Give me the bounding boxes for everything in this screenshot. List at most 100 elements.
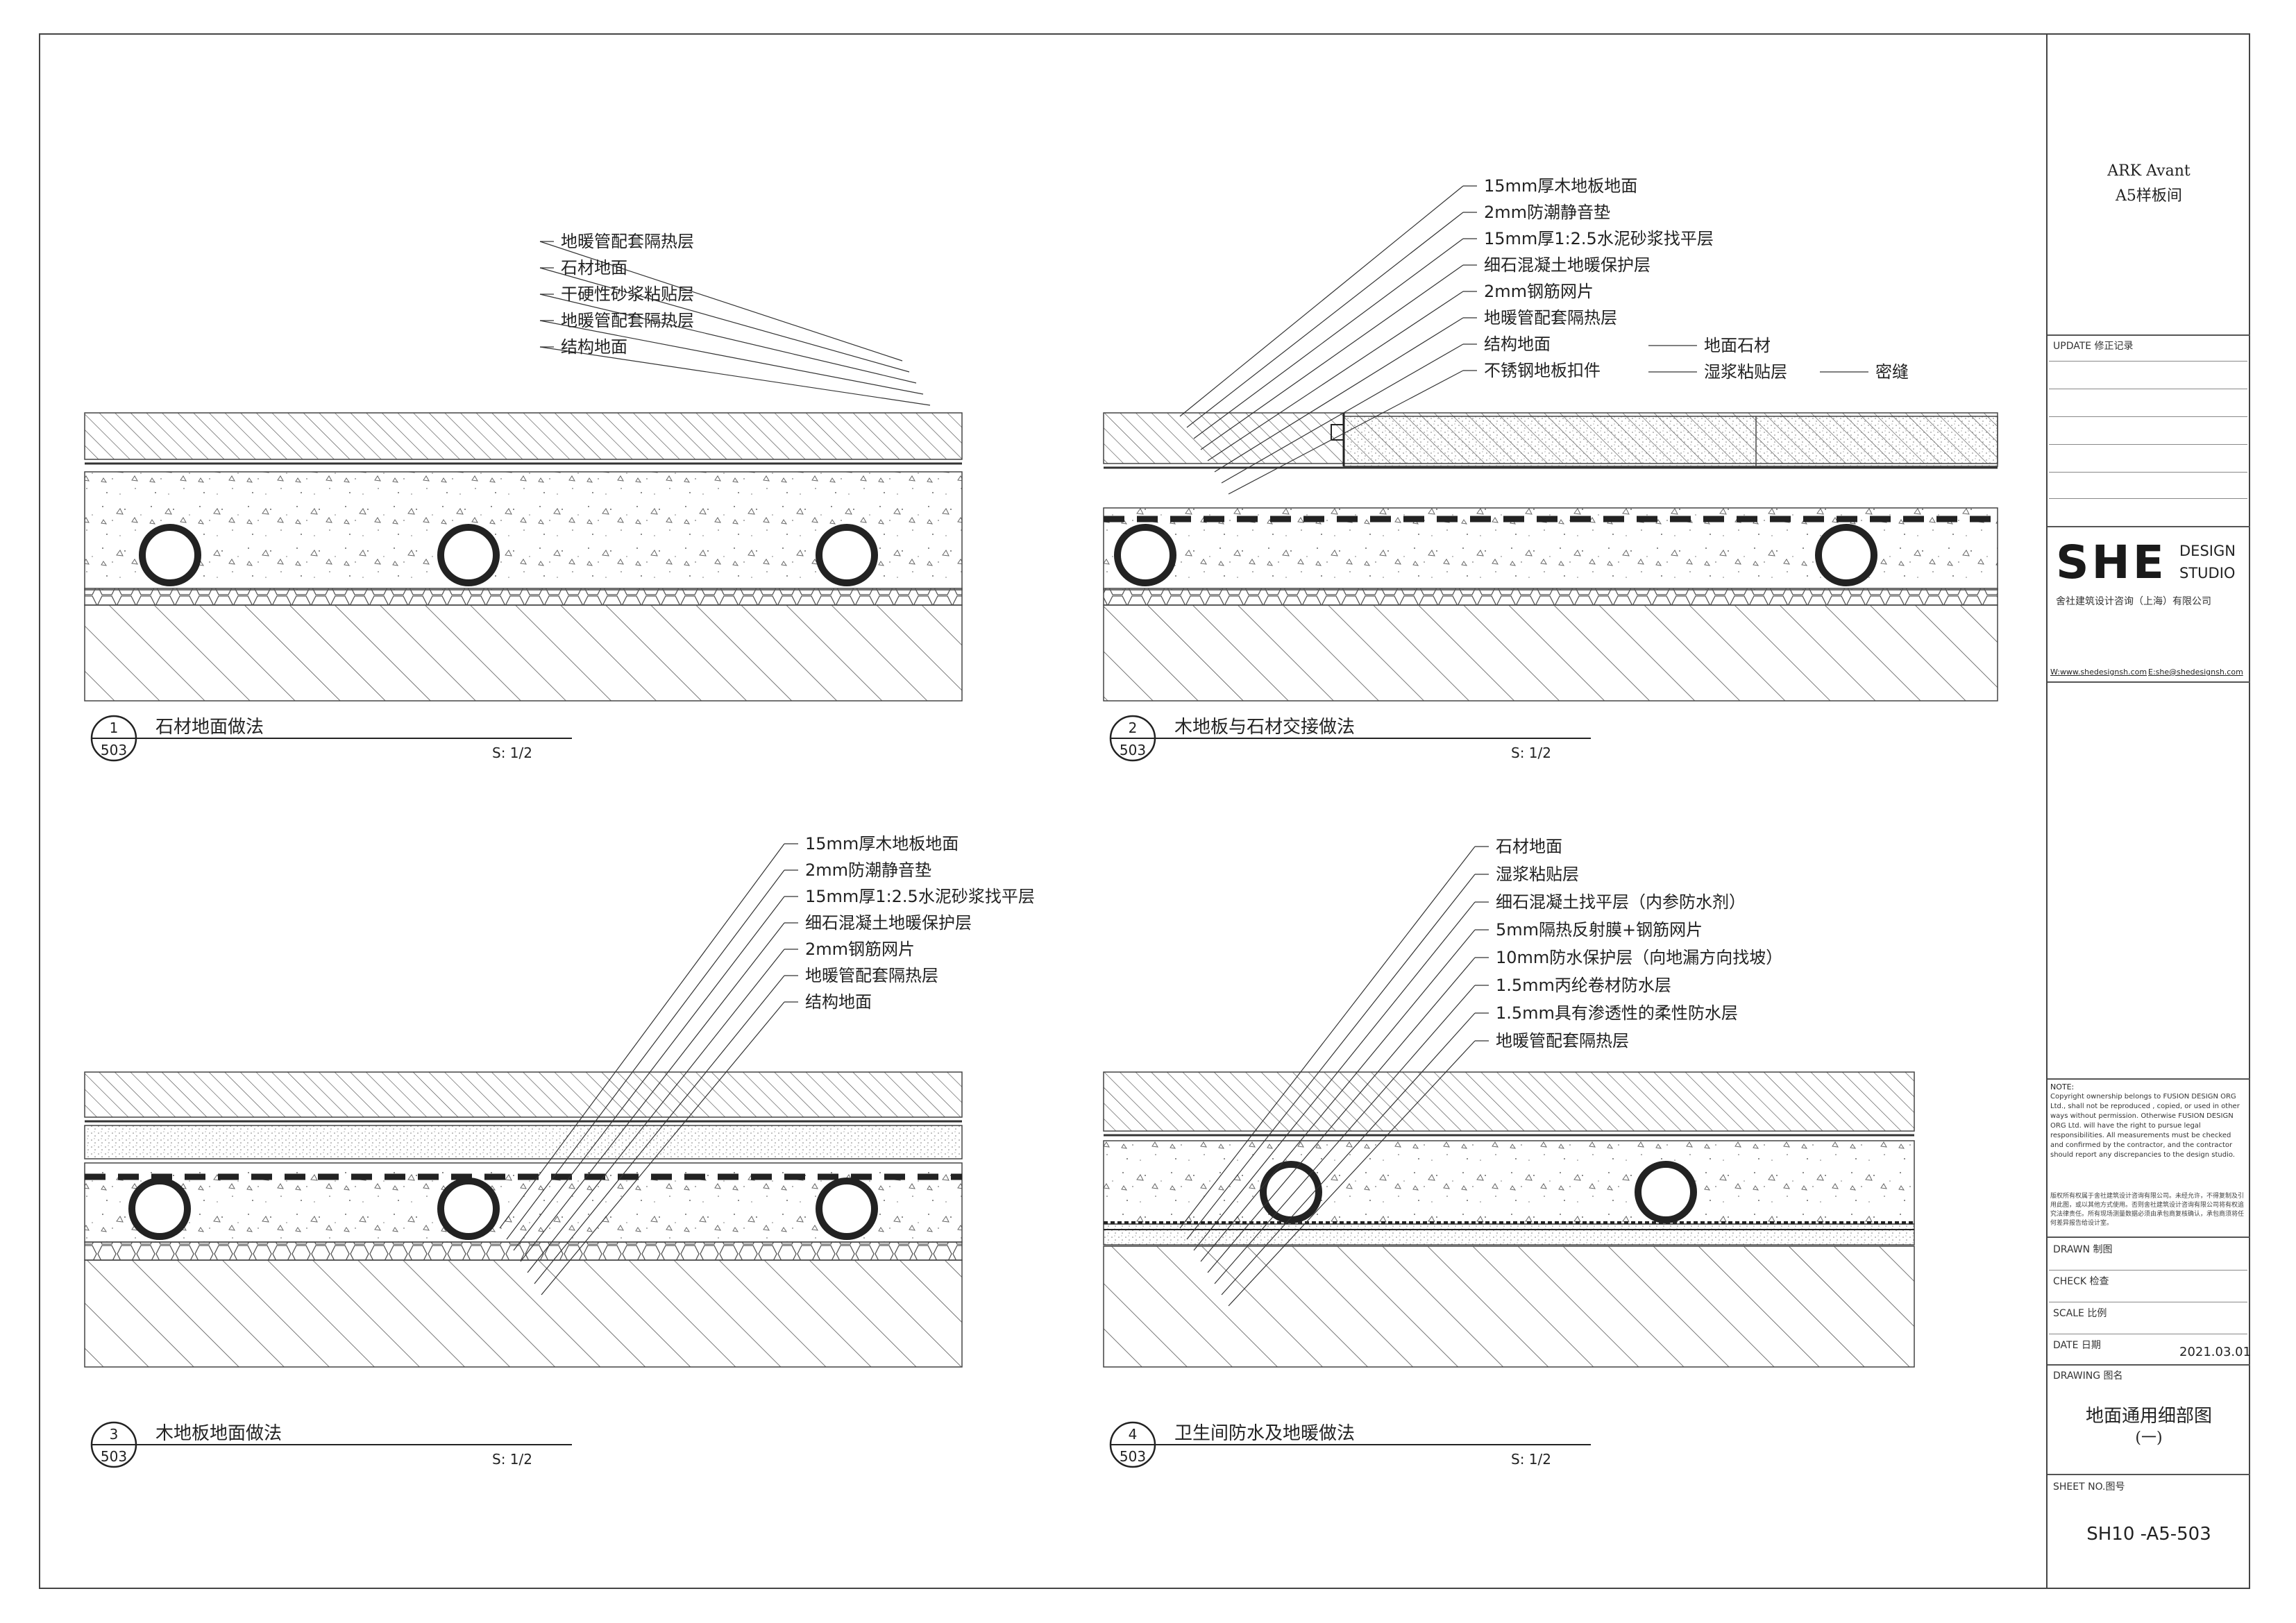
detail-scale: S: 1/2: [492, 1451, 532, 1468]
detail-sheet-ref: 503: [101, 1448, 127, 1465]
detail-sheet-ref: 503: [101, 742, 127, 758]
structure-layer: [1103, 604, 1998, 702]
detail-sheet-ref: 503: [1120, 1448, 1146, 1465]
detail-title: 卫生间防水及地暖做法: [1174, 1423, 1355, 1444]
layer-label: 1.5mm具有渗透性的柔性防水层: [1496, 1003, 1738, 1023]
layer-label: 细石混凝土地暖保护层: [1484, 255, 1651, 275]
leader-line: [1200, 264, 1464, 450]
heating-pipe: [1635, 1161, 1697, 1223]
tb-row: [2049, 1270, 2247, 1271]
layer-label: 细石混凝土地暖保护层: [805, 913, 972, 933]
heating-pipe: [139, 524, 201, 586]
steel-clip: [1331, 424, 1344, 441]
detail-number: 1: [110, 720, 119, 736]
sheet-label: SHEET NO.图号: [2053, 1481, 2125, 1493]
heating-pipe: [437, 1178, 500, 1240]
layer-label: 结构地面: [805, 992, 872, 1012]
leader-line: [539, 241, 903, 362]
leader-line: [1193, 901, 1476, 1251]
she-logo: SHE: [2056, 540, 2167, 586]
layer-label: 结构地面: [561, 337, 627, 357]
structure-layer: [1103, 1246, 1915, 1368]
leader-line: [506, 869, 785, 1240]
drawing-name: 地面通用细部图: [2085, 1406, 2212, 1427]
detail-4: 石材地面湿浆粘贴层细石混凝土找平层（内参防水剂）5mm隔热反射膜+钢筋网片10m…: [1103, 837, 1915, 1468]
leader-line: [527, 949, 785, 1273]
update-row: [2049, 361, 2247, 362]
note-text-cn: 版权所有权属于舍社建筑设计咨询有限公司。未经允许，不得复制及引用此图，或以其他方…: [2050, 1193, 2245, 1227]
leader-line: [534, 975, 785, 1284]
layer-label: 15mm厚1:2.5水泥砂浆找平层: [1484, 229, 1714, 248]
layer-label: 地暖管配套隔热层: [1496, 1031, 1629, 1051]
leader-line: [539, 320, 924, 395]
layer-label: 地暖管配套隔热层: [561, 311, 694, 330]
layer-label: 2mm钢筋网片: [805, 940, 915, 959]
company-name: 舍社建筑设计咨询（上海）有限公司: [2056, 596, 2211, 607]
update-row: [2049, 472, 2247, 473]
detail-scale: S: 1/2: [1511, 1451, 1551, 1468]
structure-layer: [84, 604, 963, 702]
screed-layer: [84, 471, 963, 590]
scale-label: SCALE 比例: [2053, 1308, 2107, 1319]
membrane-layer: [1103, 1223, 1915, 1246]
screed-layer: [1103, 1140, 1915, 1225]
surface-layer: [1103, 1071, 1915, 1132]
tb-rule: [2048, 1474, 2250, 1475]
drawing-sub: (一): [2135, 1429, 2163, 1447]
heating-pipe: [1815, 524, 1877, 586]
leader-line: [539, 294, 917, 384]
leveling-layer: [84, 1125, 963, 1159]
detail-1: 地暖管配套隔热层石材地面干硬性砂浆粘贴层地暖管配套隔热层结构地面1503石材地面…: [84, 232, 963, 762]
leader-line: [520, 922, 785, 1262]
detail-sheet-ref: 503: [1120, 742, 1146, 758]
logo-design: DESIGN: [2179, 543, 2236, 559]
border-bottom: [39, 1588, 2250, 1589]
layer-label: 15mm厚木地板地面: [805, 834, 959, 853]
detail-number: 4: [1129, 1426, 1138, 1443]
leader-line: [1193, 238, 1464, 439]
leader-line: [539, 267, 910, 373]
detail-number: 2: [1129, 720, 1138, 736]
tb-rule: [2048, 681, 2250, 683]
leader-line: [513, 896, 785, 1251]
layer-label: 15mm厚1:2.5水泥砂浆找平层: [805, 887, 1035, 906]
layer-label: 石材地面: [1496, 837, 1562, 856]
layer-label: 2mm钢筋网片: [1484, 282, 1594, 301]
heating-pipe: [1114, 524, 1176, 586]
drawn-label: DRAWN 制图: [2053, 1244, 2113, 1255]
layer-label: 结构地面: [1484, 334, 1551, 354]
border-right: [2249, 33, 2250, 1589]
title-block-divider: [2046, 33, 2048, 1589]
leader-line: [1214, 317, 1464, 473]
website-link[interactable]: W:www.shedesignsh.com: [2050, 668, 2147, 677]
layer-label: 15mm厚木地板地面: [1484, 176, 1637, 196]
update-row: [2049, 444, 2247, 445]
border-top: [39, 33, 2250, 35]
layer-label: 10mm防水保护层（向地漏方向找坡）: [1496, 948, 1782, 967]
mortar-bed-layer: [1343, 416, 1998, 467]
layer-label: 湿浆粘贴层: [1704, 362, 1787, 382]
layer-label: 地暖管配套隔热层: [1484, 308, 1617, 328]
insulation-layer: [84, 1241, 963, 1261]
layer-label: 地面石材: [1704, 336, 1771, 355]
layer-label: 2mm防潮静音垫: [1484, 203, 1610, 222]
tb-rule: [2048, 1078, 2250, 1080]
layer-label: 湿浆粘贴层: [1496, 865, 1579, 884]
leader-line: [1228, 1040, 1476, 1307]
update-row: [2049, 498, 2247, 499]
layer-label: 地暖管配套隔热层: [561, 232, 694, 251]
layer-label: 1.5mm丙纶卷材防水层: [1496, 976, 1671, 995]
insulation-layer: [1103, 588, 1998, 606]
leader-line: [541, 1001, 785, 1295]
detail-title: 石材地面做法: [155, 717, 264, 738]
drawing-label: DRAWING 图名: [2053, 1370, 2123, 1382]
detail-scale: S: 1/2: [1511, 745, 1551, 761]
date-label: DATE 日期: [2053, 1340, 2101, 1351]
update-label: UPDATE 修正记录: [2053, 341, 2134, 352]
logo-studio: STUDIO: [2179, 565, 2236, 581]
leader-line: [1179, 846, 1476, 1229]
email-link[interactable]: E:she@shedesignsh.com: [2148, 668, 2243, 677]
surface-layer: [84, 412, 963, 460]
